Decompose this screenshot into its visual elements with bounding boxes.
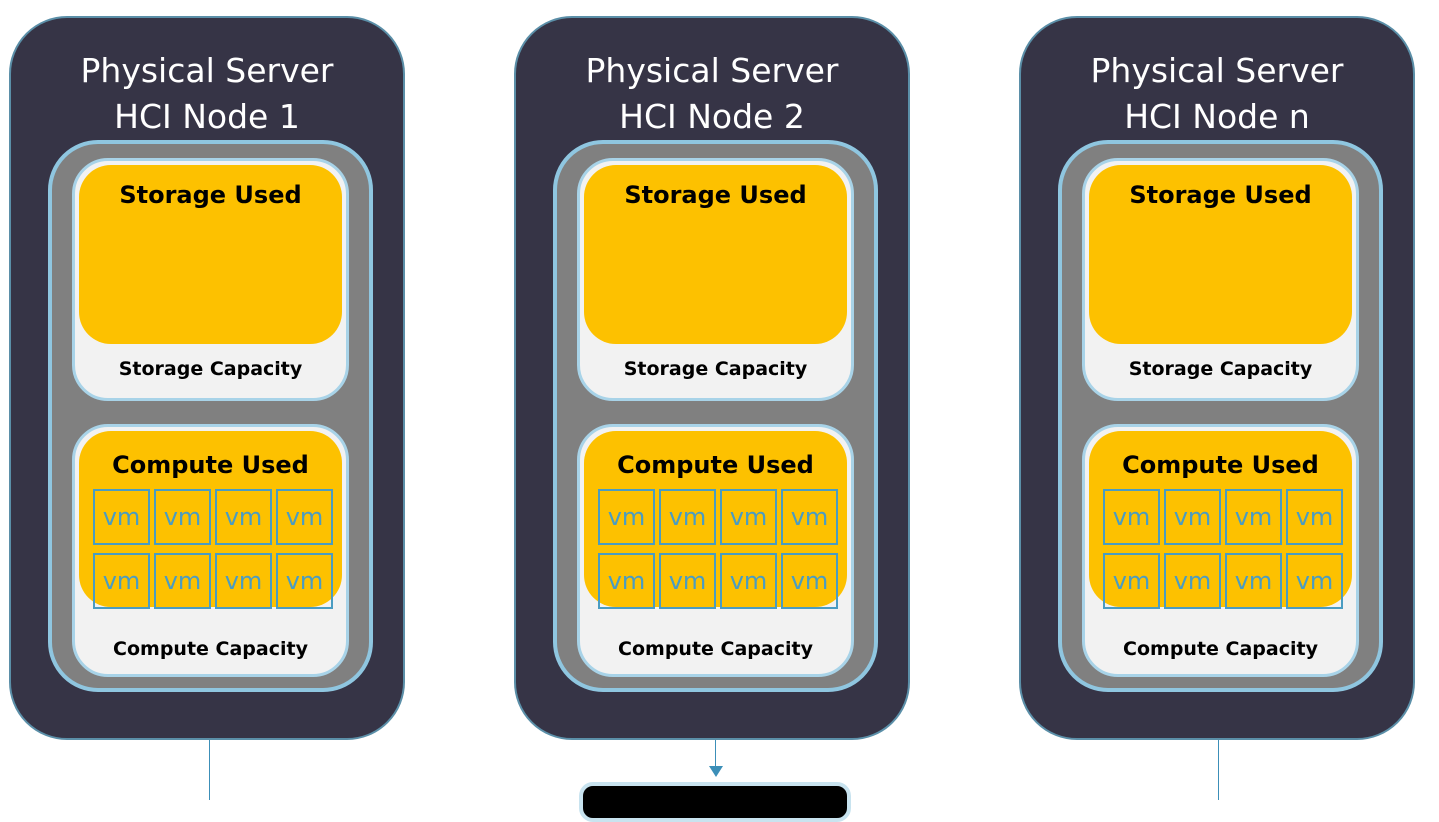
connector-line-node-2 (715, 740, 716, 768)
storage-capacity-label: Storage Capacity (118, 358, 303, 380)
server-node-2: Physical Server HCI Node 2 Storage Used … (514, 16, 910, 740)
node-title-line2: HCI Node 2 (619, 97, 805, 136)
vm-box: vm (1164, 489, 1221, 545)
vm-grid: vm vm vm vm vm vm vm vm (598, 489, 838, 609)
compute-used-box: Compute Used vm vm vm vm vm vm vm vm (79, 431, 342, 609)
compute-used-label: Compute Used (112, 451, 309, 479)
vm-box: vm (1286, 553, 1343, 609)
vm-box: vm (659, 553, 716, 609)
arrow-down-icon (709, 766, 723, 777)
storage-used-box: Storage Used (1089, 165, 1352, 344)
compute-used-label: Compute Used (617, 451, 814, 479)
connector-line-node-1 (209, 740, 210, 800)
node-title-line1: Physical Server (1090, 51, 1344, 90)
vm-box: vm (1103, 489, 1160, 545)
node-title-line2: HCI Node n (1124, 97, 1310, 136)
storage-capacity-box: Storage Used Storage Capacity (1082, 158, 1359, 401)
storage-capacity-label: Storage Capacity (623, 358, 808, 380)
vm-box: vm (659, 489, 716, 545)
vm-box: vm (154, 489, 211, 545)
vm-box: vm (154, 553, 211, 609)
compute-capacity-label: Compute Capacity (1123, 638, 1318, 660)
vm-box: vm (276, 553, 333, 609)
storage-capacity-box: Storage Used Storage Capacity (72, 158, 349, 401)
vm-box: vm (93, 489, 150, 545)
compute-used-box: Compute Used vm vm vm vm vm vm vm vm (1089, 431, 1352, 609)
vm-box: vm (215, 553, 272, 609)
vm-box: vm (598, 553, 655, 609)
compute-capacity-label: Compute Capacity (618, 638, 813, 660)
storage-capacity-label: Storage Capacity (1128, 358, 1313, 380)
storage-used-label: Storage Used (119, 181, 302, 209)
vm-box: vm (93, 553, 150, 609)
storage-used-label: Storage Used (624, 181, 807, 209)
vm-box: vm (215, 489, 272, 545)
resource-pool: Storage Used Storage Capacity Compute Us… (1058, 140, 1383, 692)
compute-capacity-box: Compute Used vm vm vm vm vm vm vm vm Com… (1082, 424, 1359, 677)
compute-used-label: Compute Used (1122, 451, 1319, 479)
compute-used-box: Compute Used vm vm vm vm vm vm vm vm (584, 431, 847, 609)
node-title-line1: Physical Server (585, 51, 839, 90)
connector-line-node-n (1218, 740, 1219, 800)
node-title-line2: HCI Node 1 (114, 97, 300, 136)
vm-box: vm (598, 489, 655, 545)
compute-capacity-label: Compute Capacity (113, 638, 308, 660)
storage-used-box: Storage Used (584, 165, 847, 344)
compute-capacity-box: Compute Used vm vm vm vm vm vm vm vm Com… (577, 424, 854, 677)
vm-box: vm (276, 489, 333, 545)
resource-pool: Storage Used Storage Capacity Compute Us… (48, 140, 373, 692)
node-title: Physical Server HCI Node 2 (516, 48, 908, 140)
vm-grid: vm vm vm vm vm vm vm vm (1103, 489, 1343, 609)
vm-box: vm (1286, 489, 1343, 545)
vm-box: vm (781, 489, 838, 545)
node-title: Physical Server HCI Node n (1021, 48, 1413, 140)
compute-capacity-box: Compute Used vm vm vm vm vm vm vm vm Com… (72, 424, 349, 677)
vm-box: vm (720, 489, 777, 545)
vm-box: vm (1164, 553, 1221, 609)
vm-box: vm (781, 553, 838, 609)
network-box (579, 782, 851, 822)
vm-grid: vm vm vm vm vm vm vm vm (93, 489, 333, 609)
vm-box: vm (1103, 553, 1160, 609)
storage-capacity-box: Storage Used Storage Capacity (577, 158, 854, 401)
storage-used-label: Storage Used (1129, 181, 1312, 209)
server-node-1: Physical Server HCI Node 1 Storage Used … (9, 16, 405, 740)
server-node-n: Physical Server HCI Node n Storage Used … (1019, 16, 1415, 740)
node-title: Physical Server HCI Node 1 (11, 48, 403, 140)
vm-box: vm (1225, 553, 1282, 609)
node-title-line1: Physical Server (80, 51, 334, 90)
resource-pool: Storage Used Storage Capacity Compute Us… (553, 140, 878, 692)
vm-box: vm (720, 553, 777, 609)
storage-used-box: Storage Used (79, 165, 342, 344)
vm-box: vm (1225, 489, 1282, 545)
